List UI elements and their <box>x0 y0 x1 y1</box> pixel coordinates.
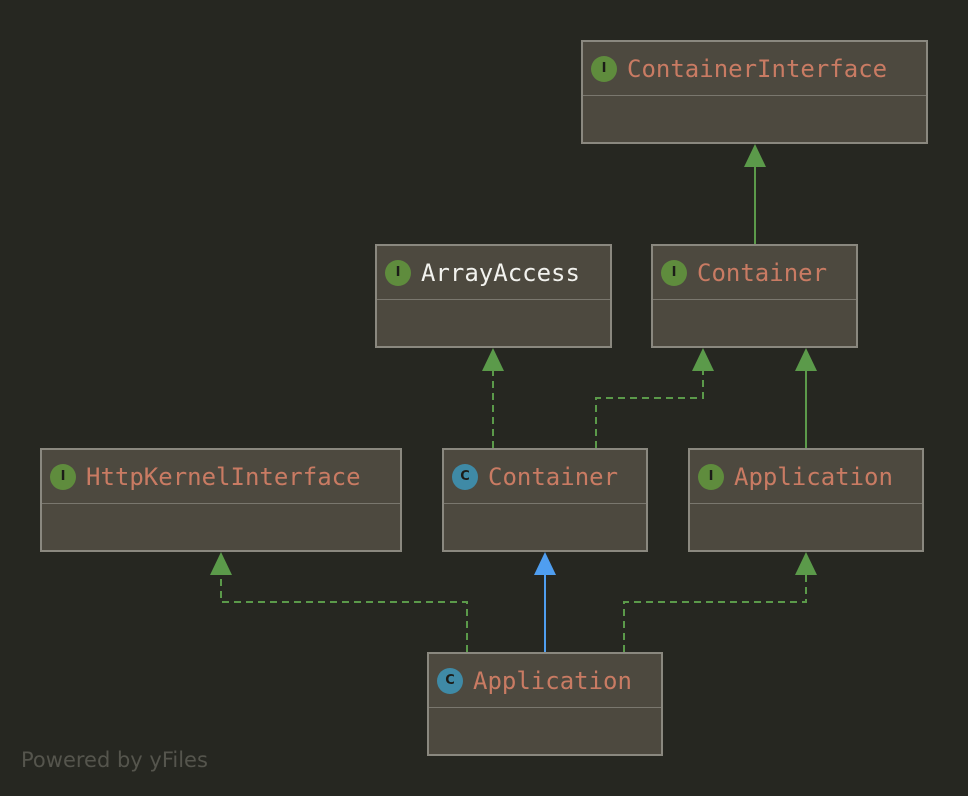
interface-icon: I <box>385 259 411 286</box>
node-title: Container <box>488 462 619 491</box>
arrowhead-container-left <box>692 348 714 371</box>
node-title: ArrayAccess <box>421 258 580 287</box>
arrowhead-arrayaccess <box>482 348 504 371</box>
node-title: Container <box>697 258 828 287</box>
node-arrayaccess[interactable]: I ArrayAccess <box>375 244 612 348</box>
node-title: Application <box>734 462 893 491</box>
arrowhead-containerclass <box>534 552 556 575</box>
node-application-class[interactable]: C Application <box>427 652 663 756</box>
class-icon: C <box>437 667 463 694</box>
arrowhead-containerinterface <box>744 144 766 167</box>
node-httpkernelinterface[interactable]: I HttpKernelInterface <box>40 448 402 552</box>
node-title: HttpKernelInterface <box>86 462 361 491</box>
arrowhead-applicationinterface <box>795 552 817 575</box>
node-title: Application <box>473 666 632 695</box>
edge-application-to-applicationinterface <box>623 575 807 652</box>
node-container-class[interactable]: C Container <box>442 448 648 552</box>
node-title: ContainerInterface <box>627 54 888 83</box>
node-application-interface[interactable]: I Application <box>688 448 924 552</box>
class-icon: C <box>452 463 478 490</box>
interface-icon: I <box>591 55 617 82</box>
node-containerinterface[interactable]: I ContainerInterface <box>581 40 928 144</box>
node-container-interface[interactable]: I Container <box>651 244 858 348</box>
interface-icon: I <box>661 259 687 286</box>
edge-application-to-httpkernelinterface <box>220 575 468 652</box>
interface-icon: I <box>50 463 76 490</box>
powered-by-footer: Powered by yFiles <box>21 748 208 772</box>
edge-containerclass-to-containerinterface <box>595 371 704 448</box>
arrowhead-container-right <box>795 348 817 371</box>
interface-icon: I <box>698 463 724 490</box>
arrowhead-httpkernelinterface <box>210 552 232 575</box>
